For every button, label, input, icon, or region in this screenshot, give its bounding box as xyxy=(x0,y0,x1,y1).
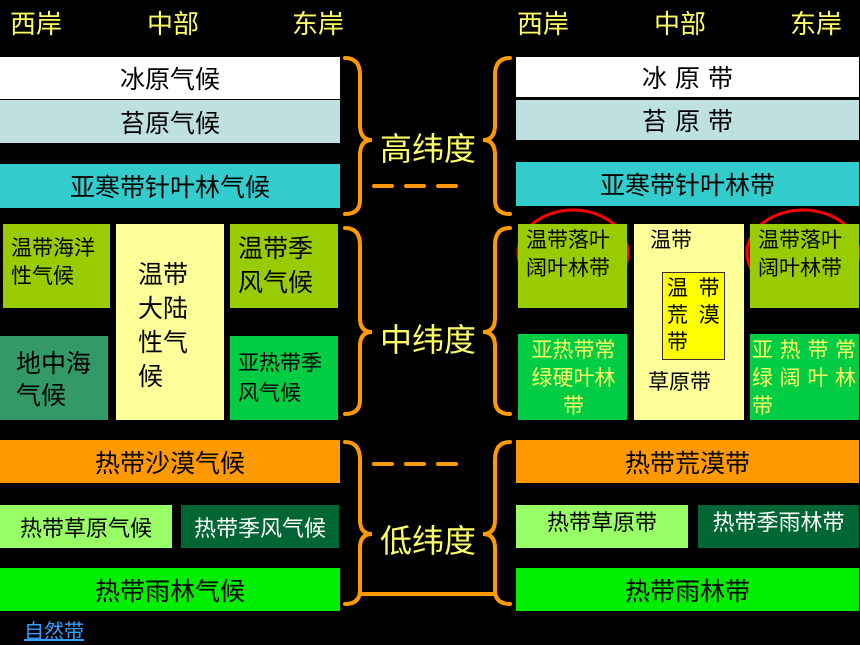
tropical-monsoon-climate: 热带季风气候 xyxy=(181,505,339,548)
tropical-rainforest-climate: 热带雨林气候 xyxy=(0,568,340,611)
tropical-monsoon-forest-zone: 热带季雨林带 xyxy=(698,505,859,548)
grassland-zone: 草原带 xyxy=(648,370,711,394)
taiga-zone: 亚寒带针叶林带 xyxy=(516,162,859,206)
right-header-east: 东岸 xyxy=(790,10,843,40)
subarctic-climate: 亚寒带针叶林气候 xyxy=(0,164,340,208)
evergreen-broadleaf-forest-zone: 亚 热 带 常 绿 阔 叶 林 带 xyxy=(750,334,859,420)
tropical-savanna-climate: 热带草原气候 xyxy=(0,505,172,548)
subtropical-monsoon-climate: 亚热带季风气候 xyxy=(230,336,338,420)
brace-left-middle xyxy=(343,226,373,416)
deciduous-forest-west-zone: 温带落叶阔叶林带 xyxy=(518,224,627,308)
natural-zone-link-wrap: 自然带 xyxy=(24,615,84,644)
tropical-desert-zone: 热带荒漠带 xyxy=(516,440,859,483)
tundra-zone: 苔 原 带 xyxy=(516,100,859,140)
sclerophyll-forest-zone: 亚热带常绿硬叶林带 xyxy=(518,334,627,420)
low-latitude-label: 低纬度 xyxy=(380,522,477,560)
left-header-east: 东岸 xyxy=(292,10,345,40)
ice-cap-climate: 冰原气候 xyxy=(0,57,340,99)
temperate-label: 温带 xyxy=(650,228,692,252)
tropical-desert-climate: 热带沙漠气候 xyxy=(0,440,340,483)
deciduous-forest-east-zone: 温带落叶阔叶林带 xyxy=(750,224,859,308)
tropical-grassland-zone: 热带草原带 xyxy=(516,505,688,548)
high-latitude-label: 高纬度 xyxy=(380,130,477,168)
brace-right-middle xyxy=(482,226,512,416)
tropical-rainforest-zone: 热带雨林带 xyxy=(516,568,859,611)
right-header-middle: 中部 xyxy=(654,10,707,40)
brace-left-high xyxy=(343,56,373,216)
temperate-desert-zone: 温 带 荒 漠 带 xyxy=(662,272,725,360)
brace-left-low xyxy=(343,440,373,606)
temperate-middle-zone: 温带 温 带 荒 漠 带 草原带 xyxy=(634,224,744,420)
temperate-monsoon-climate: 温带季风气候 xyxy=(230,224,338,308)
right-header-west: 西岸 xyxy=(517,10,570,40)
temperate-continental-climate: 温带大陆性气候 xyxy=(116,224,224,420)
mediterranean-climate: 地中海气候 xyxy=(0,336,108,420)
middle-latitude-label: 中纬度 xyxy=(380,321,477,359)
natural-zone-link[interactable]: 自然带 xyxy=(24,619,84,643)
left-header-middle: 中部 xyxy=(147,10,200,40)
brace-right-high xyxy=(482,56,512,216)
ice-sheet-zone: 冰 原 带 xyxy=(516,57,859,97)
left-header-west: 西岸 xyxy=(10,10,63,40)
temperate-maritime-climate: 温带海洋性气候 xyxy=(3,224,110,308)
brace-right-low xyxy=(482,440,512,606)
tundra-climate: 苔原气候 xyxy=(0,100,340,143)
